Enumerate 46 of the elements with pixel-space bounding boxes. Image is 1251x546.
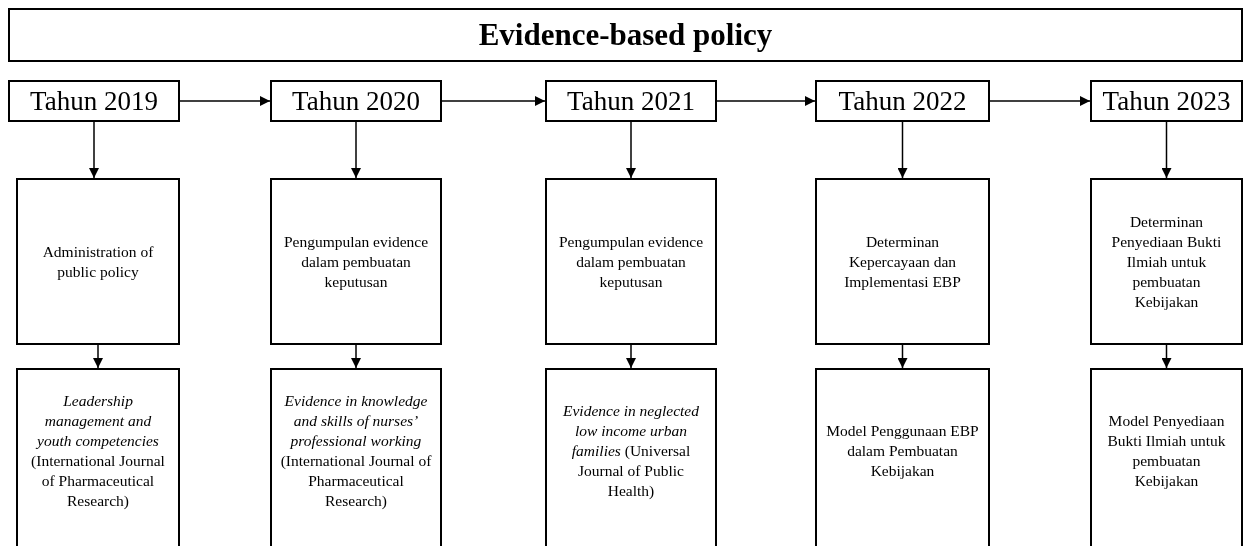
arrow — [351, 344, 361, 369]
node-text: Tahun 2021 — [567, 84, 695, 118]
node-text: Pengumpulan evidence dalam pembuatan keputusan — [282, 231, 430, 292]
node-text: Tahun 2023 — [1102, 84, 1231, 118]
study-box — [1090, 368, 1243, 546]
year-box — [545, 80, 717, 122]
arrow — [351, 121, 361, 179]
topic-box — [270, 178, 442, 345]
node-text: Evidence in neglected low income urban families (Universal Journal of Public Health) — [562, 401, 700, 501]
year-box — [1090, 80, 1243, 122]
node-text: Pengumpulan evidence dalam pembuatan keputusan — [557, 231, 705, 292]
node-text: Model Penggunaan EBP dalam Pembuatan Kebijakan — [825, 421, 980, 481]
node-text: Leadership management and youth competencies (International Journal of Pharmaceutical Research) — [30, 391, 166, 511]
title-box — [8, 8, 1243, 62]
node-text: Tahun 2020 — [292, 84, 420, 118]
topic-box — [545, 178, 717, 345]
arrow — [716, 96, 816, 106]
arrow — [1161, 344, 1172, 369]
node-text: Administration of public policy — [41, 241, 155, 282]
year-box — [815, 80, 990, 122]
node-text: Model Penyediaan Bukti Ilmiah untuk pembuatan Kebijakan — [1106, 411, 1227, 491]
study-box — [815, 368, 990, 546]
arrow — [1161, 121, 1172, 179]
study-box — [545, 368, 717, 546]
arrow — [897, 344, 908, 369]
year-box — [8, 80, 180, 122]
arrow — [89, 121, 99, 179]
arrow — [441, 96, 546, 106]
node-text: Evidence-based policy — [478, 15, 773, 54]
node-text: Determinan Kepercayaan dan Implementasi EBP — [843, 231, 962, 292]
topic-box — [1090, 178, 1243, 345]
study-box — [270, 368, 442, 546]
node-text: Evidence in knowledge and skills of nurses’ professional working (International Journal of Pharmaceutical Research) — [280, 391, 432, 511]
arrow — [93, 344, 103, 369]
arrow — [989, 96, 1091, 106]
node-text: Tahun 2022 — [838, 84, 967, 118]
node-text: Determinan Penyediaan Bukti Ilmiah untuk pembuatan Kebijakan — [1110, 211, 1223, 312]
topic-box — [16, 178, 180, 345]
year-box — [270, 80, 442, 122]
arrow — [626, 121, 636, 179]
arrow — [179, 96, 271, 106]
node-text: Tahun 2019 — [30, 84, 158, 118]
topic-box — [815, 178, 990, 345]
study-box — [16, 368, 180, 546]
arrow — [897, 121, 908, 179]
arrow — [626, 344, 636, 369]
